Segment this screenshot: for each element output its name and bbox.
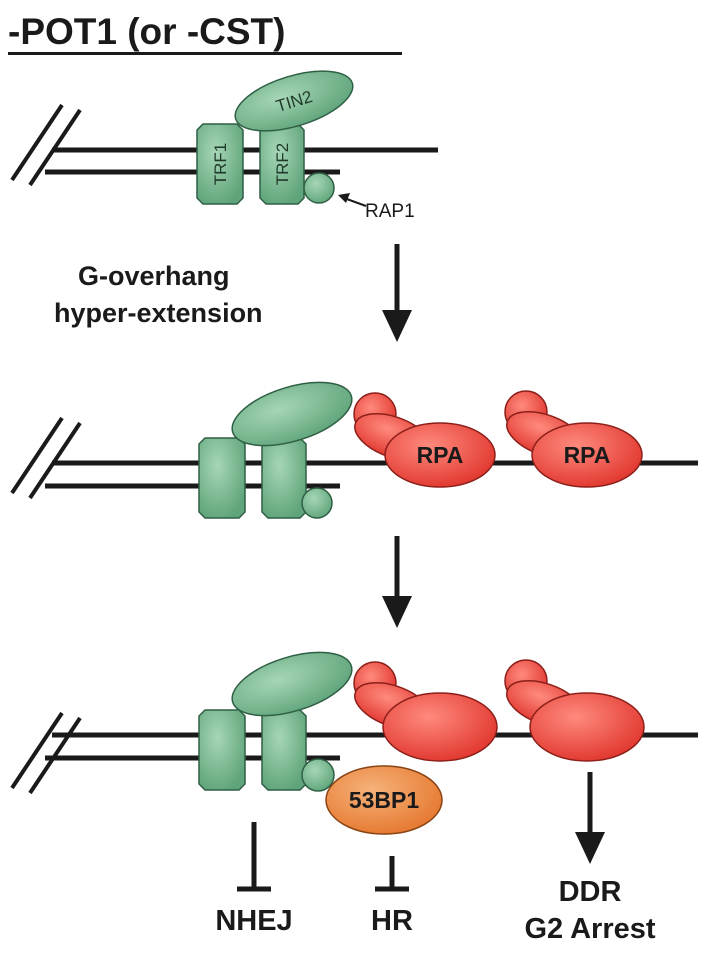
- rpa-complex-2: [504, 659, 645, 762]
- trf1-box: [198, 709, 246, 791]
- rpa-complex-1: [353, 661, 498, 762]
- down-arrow-icon-1: [382, 244, 412, 342]
- outcome-g2-arrest: G2 Arrest: [524, 913, 655, 945]
- p53bp1-ellipse: [325, 765, 443, 835]
- trf2-box: [261, 437, 307, 519]
- panel-3-damage-response: 53BP1 NHEJ HR DDR G2 Arrest: [10, 651, 698, 945]
- diagram-title: -POT1 (or -CST): [8, 11, 285, 52]
- rap1-circle: [301, 487, 333, 519]
- rpa-complex-2: RPA: [504, 390, 643, 488]
- step-label-line1: G-overhang: [78, 261, 230, 291]
- outcome-hr: HR: [371, 905, 413, 937]
- tin2-ellipse: [231, 381, 353, 447]
- down-arrow-icon-3: [575, 772, 605, 864]
- trf1-label: TRF1: [211, 143, 230, 186]
- rap1-circle: [303, 172, 335, 204]
- title-underline: [8, 52, 402, 55]
- rap1-arrow-icon: [338, 193, 350, 203]
- tin2-ellipse: [231, 651, 353, 717]
- inhibit-hr-icon: [375, 856, 409, 892]
- rpa-label-2: RPA: [564, 442, 611, 468]
- outcome-nhej: NHEJ: [215, 905, 292, 937]
- panel-1-shelterin: TRF1 TRF2 TIN2 RAP1: [10, 70, 438, 222]
- rap1-circle: [301, 758, 335, 792]
- rpa-label-1: RPA: [417, 442, 464, 468]
- trf1-box: [196, 123, 244, 205]
- panel-2-rpa-binding: RPA RPA: [10, 381, 698, 519]
- trf1-box: [198, 437, 246, 519]
- rap1-label: RAP1: [365, 201, 415, 222]
- inhibit-nhej-icon: [237, 822, 271, 892]
- trf2-box: [261, 709, 307, 791]
- down-arrow-icon-2: [382, 536, 412, 628]
- tin2-ellipse: [234, 70, 354, 132]
- p53bp1-label: 53BP1: [349, 787, 420, 813]
- rpa-complex-1: RPA: [353, 392, 496, 488]
- outcome-ddr: DDR: [559, 876, 622, 908]
- step-label-line2: hyper-extension: [54, 298, 263, 328]
- trf2-label: TRF2: [273, 143, 292, 186]
